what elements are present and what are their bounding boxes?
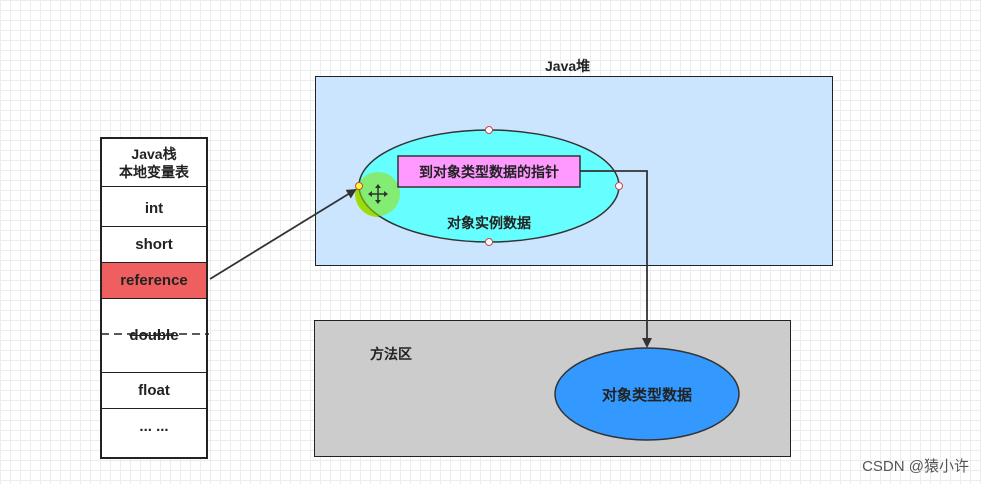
slot-int[interactable]: int [102,191,206,227]
stack-title: Java栈 [131,145,177,162]
instance-data-label: 对象实例数据 [447,215,531,231]
stack-title-cell: Java栈 本地变量表 [102,139,206,187]
pointer-box-label: 到对象类型数据的指针 [419,164,559,180]
type-data-label: 对象类型数据 [602,386,692,404]
ellipse-handle-right[interactable] [615,182,623,190]
slot-ellipsis[interactable]: ... ... [139,417,169,435]
move-cursor-icon [368,184,388,204]
heap-title: Java堆 [545,58,591,74]
stack-subtitle: 本地变量表 [119,163,189,180]
reference-arrow [209,188,357,280]
java-stack-table[interactable]: Java栈 本地变量表 int short reference double f… [100,137,208,459]
watermark: CSDN @猿小许 [862,458,969,475]
slot-reference[interactable]: reference [102,262,206,299]
pointer-arrow [580,170,652,348]
slot-float[interactable]: float [102,372,206,409]
ellipse-handle-left[interactable] [355,182,363,190]
pointer-box[interactable] [397,155,581,188]
ellipse-handle-bottom[interactable] [485,238,493,246]
ellipse-handle-top[interactable] [485,126,493,134]
type-data-ellipse[interactable] [554,347,740,441]
slot-double[interactable]: double [129,327,179,344]
method-area-title: 方法区 [370,346,412,362]
